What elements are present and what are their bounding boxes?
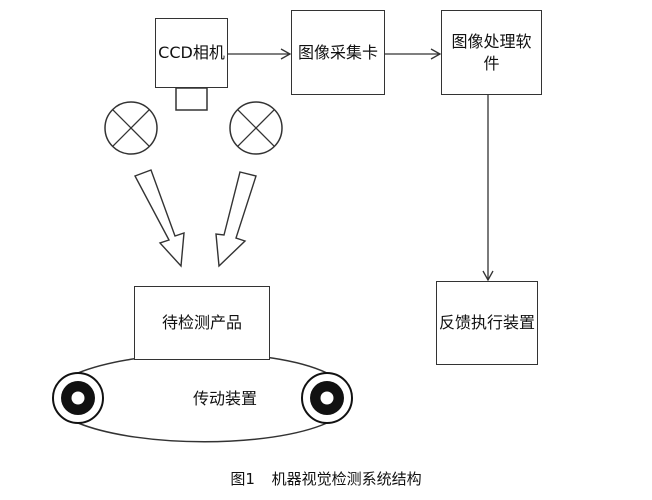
conveyor-label: 传动装置: [192, 389, 257, 408]
product-under-test-box: 待检测产品: [134, 286, 270, 360]
processing-software-box: 图像处理软件: [441, 10, 542, 95]
ccd-camera-box: CCD相机: [155, 18, 228, 88]
feedback-device-label: 反馈执行装置: [438, 313, 535, 332]
capture-card-box: 图像采集卡: [291, 10, 385, 95]
light-source-right-icon: [229, 101, 283, 155]
figure-title: 机器视觉检测系统结构: [271, 470, 422, 488]
figure-number: 图1: [230, 470, 255, 488]
light-source-left-icon: [104, 101, 158, 155]
conveyor-roller-left-icon: [52, 372, 104, 424]
product-under-test-label: 待检测产品: [161, 313, 242, 332]
light-beam-left-arrow: [134, 169, 185, 268]
conveyor-roller-right-icon: [301, 372, 353, 424]
camera-lens: [175, 87, 208, 111]
light-beam-right-arrow: [215, 171, 257, 268]
ccd-camera-label: CCD相机: [158, 43, 225, 62]
capture-card-label: 图像采集卡: [297, 42, 378, 62]
feedback-device-box: 反馈执行装置: [436, 281, 538, 365]
processing-software-label: 图像处理软件: [451, 31, 532, 73]
figure-caption: 图1 机器视觉检测系统结构: [0, 468, 652, 489]
